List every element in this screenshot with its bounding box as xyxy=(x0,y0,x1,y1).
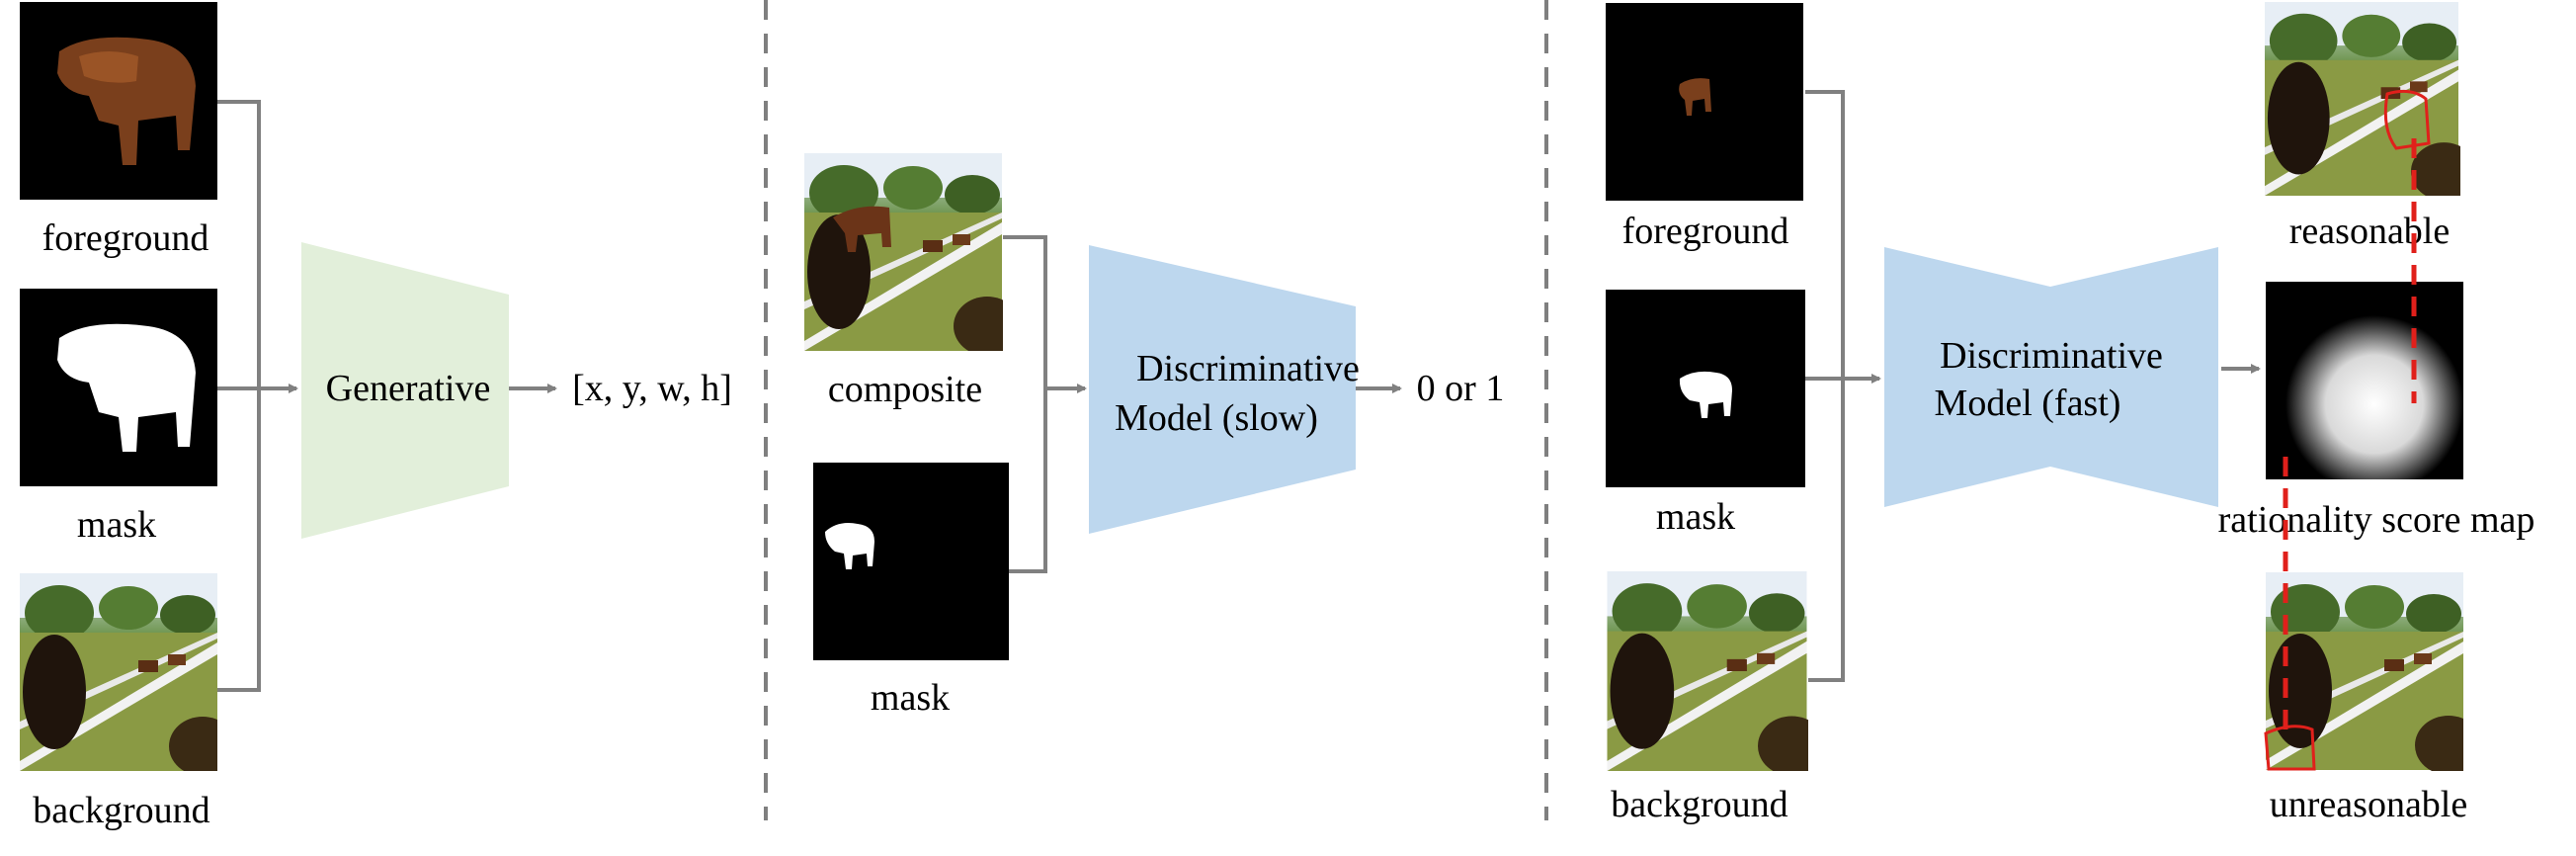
unreasonable-example-image xyxy=(2266,572,2482,775)
mask-image xyxy=(20,289,217,486)
rationality-score-map xyxy=(2266,282,2463,479)
fast-input-connector xyxy=(1805,90,1881,682)
slow-discriminative-block xyxy=(1089,245,1356,534)
mask-label: mask xyxy=(77,504,156,546)
score-map-label: rationality score map xyxy=(2218,499,2535,541)
fast-model-line1: Discriminative xyxy=(1940,335,2163,377)
fast-foreground-image xyxy=(1606,3,1803,201)
unreasonable-label: unreasonable xyxy=(2270,784,2467,825)
fast-foreground-label: foreground xyxy=(1622,211,1789,252)
background-label: background xyxy=(33,790,209,831)
fast-discriminative-block xyxy=(1884,247,2218,507)
generative-label: Generative xyxy=(326,368,491,409)
background-image xyxy=(20,573,236,776)
composite-image xyxy=(804,153,1021,356)
reasonable-example-image xyxy=(2265,2,2477,201)
foreground-label: foreground xyxy=(42,217,209,259)
fast-mask-image xyxy=(1606,290,1805,487)
box-output-label: [x, y, w, h] xyxy=(572,368,732,409)
slow-input-connector xyxy=(1003,235,1087,573)
slow-mask-image xyxy=(813,463,1009,660)
unreasonable-placement-outline xyxy=(2264,725,2316,771)
slow-mask-label: mask xyxy=(871,677,950,719)
fast-mask-label: mask xyxy=(1656,496,1735,538)
fast-background-label: background xyxy=(1611,784,1787,825)
fast-background-image xyxy=(1608,571,1826,776)
input-merge-connector xyxy=(217,100,298,692)
binary-output-label: 0 or 1 xyxy=(1417,368,1505,409)
slow-model-line1: Discriminative xyxy=(1136,348,1360,389)
composite-cow xyxy=(833,206,891,252)
generative-block xyxy=(301,242,509,539)
reasonable-label: reasonable xyxy=(2289,211,2450,252)
slow-model-line2: Model (slow) xyxy=(1115,397,1318,439)
reasonable-placement-outline xyxy=(2383,89,2431,150)
composite-label: composite xyxy=(828,369,982,410)
foreground-image xyxy=(20,2,217,200)
fast-model-line2: Model (fast) xyxy=(1935,383,2121,424)
